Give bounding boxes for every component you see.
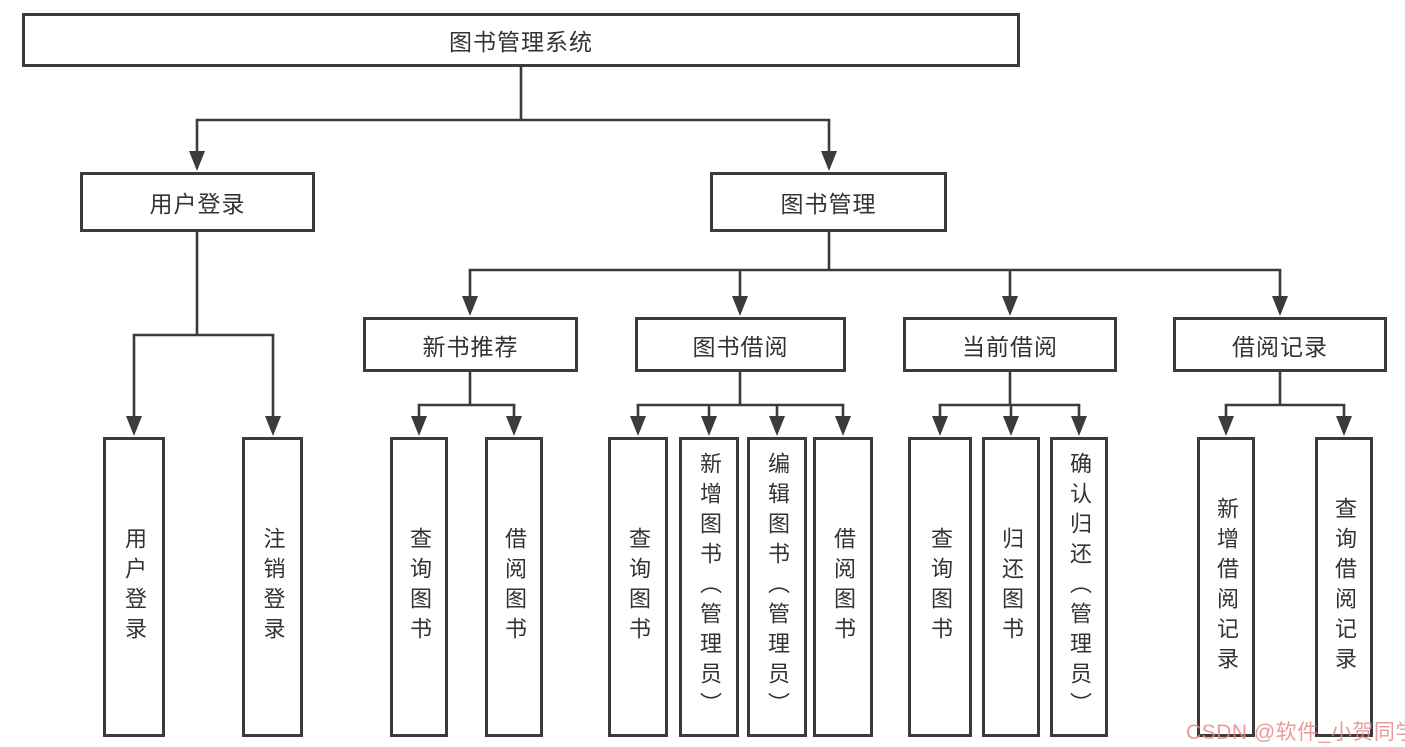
leaf-confirm-return-admin: 确认归还（管理员） bbox=[1050, 437, 1108, 737]
leaf-query-books-current: 查询图书 bbox=[908, 437, 972, 737]
connector-borrow-records bbox=[1218, 372, 1352, 436]
connector-root bbox=[189, 67, 837, 171]
leaf-user-login: 用户登录 bbox=[103, 437, 165, 737]
node-book-borrow: 图书借阅 bbox=[635, 317, 846, 372]
node-book-management: 图书管理 bbox=[710, 172, 947, 232]
leaf-query-borrow-record: 查询借阅记录 bbox=[1315, 437, 1373, 737]
leaf-add-borrow-record: 新增借阅记录 bbox=[1197, 437, 1255, 737]
connector-book-borrow bbox=[630, 372, 851, 436]
node-current-borrow: 当前借阅 bbox=[903, 317, 1117, 372]
leaf-return-books: 归还图书 bbox=[982, 437, 1040, 737]
leaf-borrow-books-recommend: 借阅图书 bbox=[485, 437, 543, 737]
node-new-book-recommend: 新书推荐 bbox=[363, 317, 578, 372]
leaf-borrow-books: 借阅图书 bbox=[813, 437, 873, 737]
leaf-query-books-recommend: 查询图书 bbox=[390, 437, 448, 737]
node-user-login: 用户登录 bbox=[80, 172, 315, 232]
csdn-watermark: CSDN @软件_小贺同学 bbox=[1186, 721, 1405, 744]
leaf-add-book-admin: 新增图书（管理员） bbox=[679, 437, 739, 737]
connector-new-book-recommend bbox=[411, 372, 522, 436]
node-borrow-records: 借阅记录 bbox=[1173, 317, 1387, 372]
node-root-library-system: 图书管理系统 bbox=[22, 13, 1020, 67]
leaf-edit-book-admin: 编辑图书（管理员） bbox=[747, 437, 807, 737]
connector-book-management bbox=[462, 232, 1288, 316]
leaf-query-books-borrow: 查询图书 bbox=[608, 437, 668, 737]
connector-current-borrow bbox=[932, 372, 1087, 436]
leaf-logout: 注销登录 bbox=[242, 437, 303, 737]
connector-user-login bbox=[126, 232, 281, 436]
